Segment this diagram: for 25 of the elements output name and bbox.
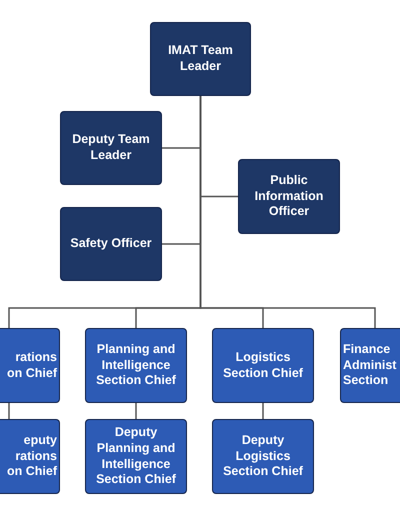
- org-chart-box: [60, 111, 162, 185]
- connector-line: [8, 403, 10, 419]
- org-chart-box: [85, 419, 187, 494]
- role-title: Logistics Section Chief: [222, 350, 304, 382]
- role-title: IMAT Team Leader: [167, 43, 234, 75]
- org-chart-box: [0, 328, 60, 403]
- role-title: Public Information Officer: [254, 173, 324, 220]
- org-chart-box: [0, 419, 60, 494]
- role-title: Deputy Logistics Section Chief: [222, 433, 304, 480]
- org-chart-box: [60, 207, 162, 281]
- org-chart-box: [212, 419, 314, 494]
- connector-line: [135, 403, 137, 419]
- role-title: Planning and Intelligence Section Chief: [95, 342, 177, 389]
- role-title: Safety Officer: [70, 236, 152, 252]
- org-chart-box: [85, 328, 187, 403]
- connector-line: [262, 403, 264, 419]
- org-chart-box: [340, 328, 400, 403]
- org-chart-box: [238, 159, 340, 234]
- org-chart-box: [150, 22, 251, 96]
- role-title: eputy rations on Chief: [6, 433, 57, 480]
- role-title: Deputy Planning and Intelligence Section Chief: [95, 425, 177, 488]
- role-title: Finance Administ Section: [343, 342, 398, 389]
- org-chart-box: [212, 328, 314, 403]
- role-title: Deputy Team Leader: [71, 132, 151, 164]
- role-title: rations on Chief: [6, 350, 57, 382]
